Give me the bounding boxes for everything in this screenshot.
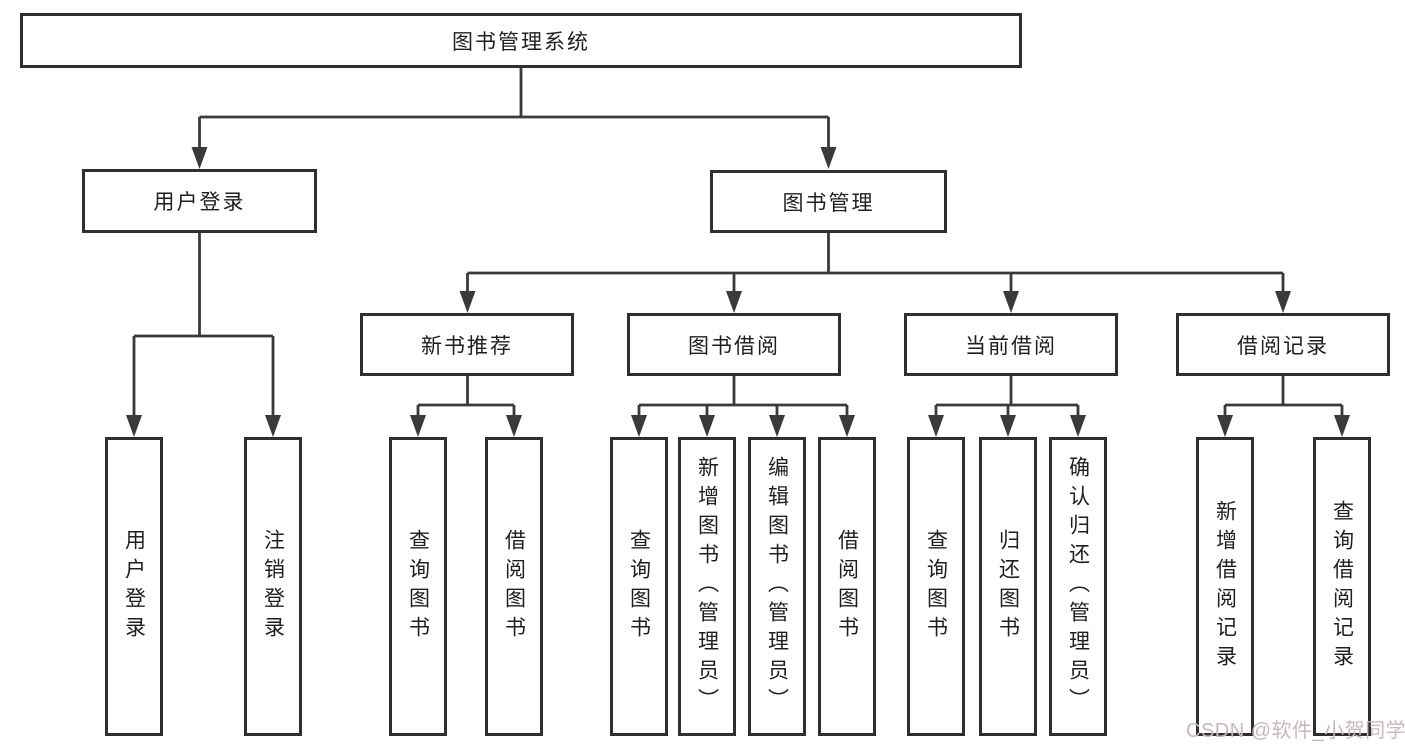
node-user-login: 用户登录 [82,169,317,233]
node-label: 新书推荐 [421,334,513,358]
node-borrow-records: 借阅记录 [1176,313,1390,376]
leaf-add-borrow-record: 新增借阅记录 [1196,437,1254,736]
leaf-logout-login: 注销登录 [244,437,302,736]
leaf-borrow-books-recommend: 借阅图书 [485,437,543,736]
node-library-management-system: 图书管理系统 [20,13,1022,68]
leaf-label: 确认归还（管理员） [1066,456,1090,717]
leaf-label: 查询图书 [627,528,651,645]
leaf-label: 查询图书 [924,528,948,645]
leaf-query-books-current: 查询图书 [907,437,965,736]
leaf-borrow-books: 借阅图书 [818,437,876,736]
node-current-borrow: 当前借阅 [904,313,1118,376]
leaf-user-login: 用户登录 [105,437,163,736]
node-label: 借阅记录 [1237,334,1329,358]
leaf-label: 借阅图书 [835,528,859,645]
leaf-confirm-return-admin: 确认归还（管理员） [1049,437,1107,736]
leaf-query-books-recommend: 查询图书 [389,437,447,736]
leaf-add-book-admin: 新增图书（管理员） [678,437,736,736]
node-label: 用户登录 [153,191,246,214]
leaf-label: 注销登录 [261,528,285,645]
watermark: CSDN @软件_小贺同学 [1186,720,1405,742]
leaf-label: 归还图书 [996,528,1020,645]
node-book-management: 图书管理 [710,170,947,233]
leaf-label: 查询借阅记录 [1330,499,1354,674]
node-label: 图书管理 [782,191,875,215]
leaf-return-book: 归还图书 [979,437,1037,736]
node-label: 图书管理系统 [452,30,590,54]
leaf-label: 用户登录 [122,528,146,645]
node-label: 当前借阅 [965,334,1057,358]
leaf-query-books-borrow: 查询图书 [610,437,668,736]
leaf-label: 查询图书 [406,528,430,645]
leaf-label: 新增图书（管理员） [695,456,719,717]
node-book-borrow: 图书借阅 [627,313,841,376]
leaf-label: 借阅图书 [502,528,526,645]
leaf-query-borrow-record: 查询借阅记录 [1313,437,1371,736]
node-label: 图书借阅 [688,334,780,358]
node-new-book-recommend: 新书推荐 [360,313,574,376]
leaf-label: 新增借阅记录 [1213,499,1237,674]
leaf-edit-book-admin: 编辑图书（管理员） [748,437,806,736]
leaf-label: 编辑图书（管理员） [765,456,789,717]
